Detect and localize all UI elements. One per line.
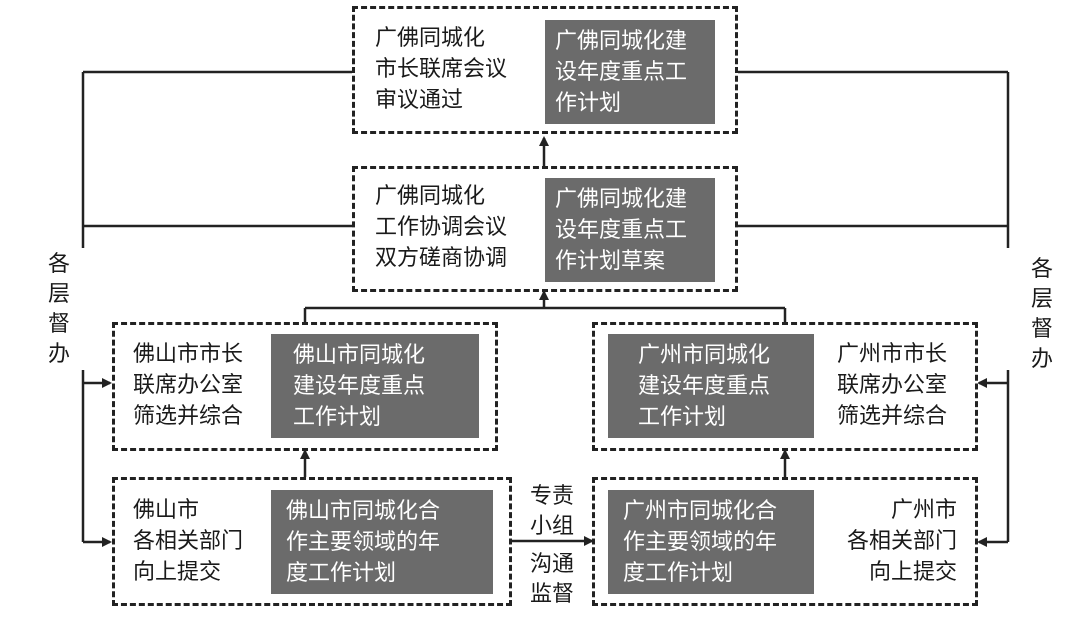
right-supervision-label: 各层督办 — [1030, 257, 1053, 372]
communication-label: 沟通 监督 — [529, 552, 574, 607]
coordination-box: 广佛同城化 工作协调会议 双方磋商协调 广佛同城化建 设年度重点工 作计划草案 — [352, 166, 738, 292]
meeting-review-plan: 广佛同城化建 设年度重点工 作计划 — [545, 20, 715, 124]
task-group-label: 专责 小组 — [529, 484, 574, 539]
guangzhou-office-label: 广州市市长 联席办公室 筛选并综合 — [837, 342, 948, 429]
foshan-depts-label: 佛山市 各相关部门 向上提交 — [133, 498, 244, 585]
guangzhou-depts-plan: 广州市同城化合 作主要领域的年 度工作计划 — [608, 490, 814, 594]
guangzhou-depts-box: 广州市同城化合 作主要领域的年 度工作计划 广州市 各相关部门 向上提交 — [592, 477, 978, 606]
meeting-review-label: 广佛同城化 市长联席会议 审议通过 — [375, 26, 508, 113]
meeting-review-box: 广佛同城化 市长联席会议 审议通过 广佛同城化建 设年度重点工 作计划 — [352, 6, 738, 134]
foshan-office-label: 佛山市市长 联席办公室 筛选并综合 — [133, 342, 244, 429]
left-supervision-label: 各层督办 — [47, 252, 70, 367]
guangzhou-office-plan: 广州市同城化 建设年度重点 工作计划 — [608, 334, 814, 438]
guangzhou-depts-label: 广州市 各相关部门 向上提交 — [846, 498, 957, 585]
guangzhou-office-box: 广州市同城化 建设年度重点 工作计划 广州市市长 联席办公室 筛选并综合 — [592, 322, 978, 451]
coordination-label: 广佛同城化 工作协调会议 双方磋商协调 — [375, 184, 508, 271]
foshan-office-plan: 佛山市同城化 建设年度重点 工作计划 — [271, 334, 479, 438]
foshan-depts-plan: 佛山市同城化合 作主要领域的年 度工作计划 — [271, 490, 493, 594]
coordination-plan-draft: 广佛同城化建 设年度重点工 作计划草案 — [545, 178, 715, 282]
foshan-office-box: 佛山市市长 联席办公室 筛选并综合 佛山市同城化 建设年度重点 工作计划 — [112, 322, 498, 451]
foshan-depts-box: 佛山市 各相关部门 向上提交 佛山市同城化合 作主要领域的年 度工作计划 — [112, 477, 512, 606]
